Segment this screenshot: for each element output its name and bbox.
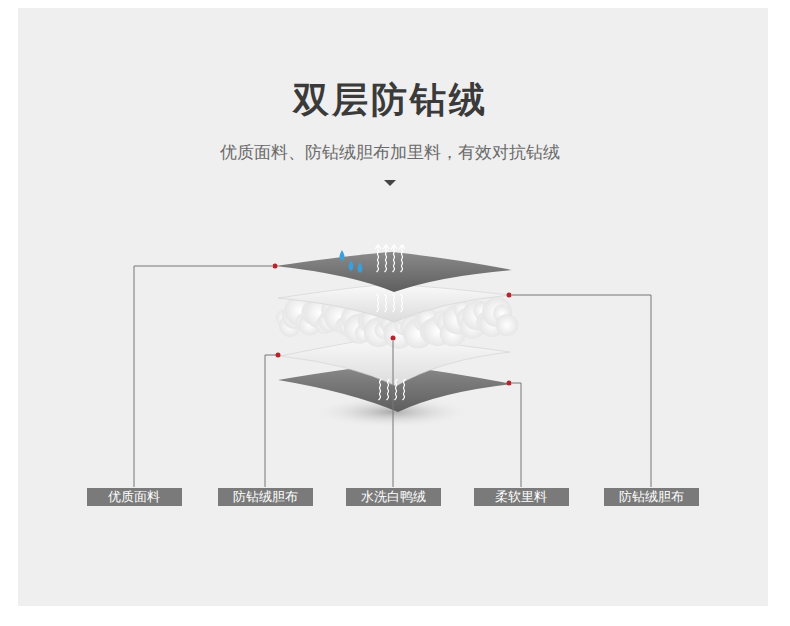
part-label-box: 防钻绒胆布 [218, 488, 313, 506]
part-label: 防钻绒胆布 [612, 488, 691, 506]
panel [18, 8, 768, 606]
part-label: 水洗白鸭绒 [354, 488, 433, 506]
part-label: 防钻绒胆布 [226, 488, 305, 506]
leader-lines [134, 266, 651, 487]
air-lines [375, 245, 406, 400]
title: 双层防钻绒 [293, 76, 488, 125]
subtitle: 优质面料、防钻绒胆布加里料，有效对抗钻绒 [220, 141, 560, 164]
water-drops [340, 250, 363, 273]
part-label-box: 柔软里料 [474, 488, 569, 506]
leader-dots [273, 264, 512, 386]
part-label-box: 优质面料 [87, 488, 182, 506]
part-label: 优质面料 [95, 488, 174, 506]
pointer-triangle [384, 180, 396, 186]
shell-fabric-layer [275, 252, 512, 292]
part-label: 柔软里料 [482, 488, 561, 506]
part-label-box: 防钻绒胆布 [604, 488, 699, 506]
part-label-box: 水洗白鸭绒 [346, 488, 441, 506]
